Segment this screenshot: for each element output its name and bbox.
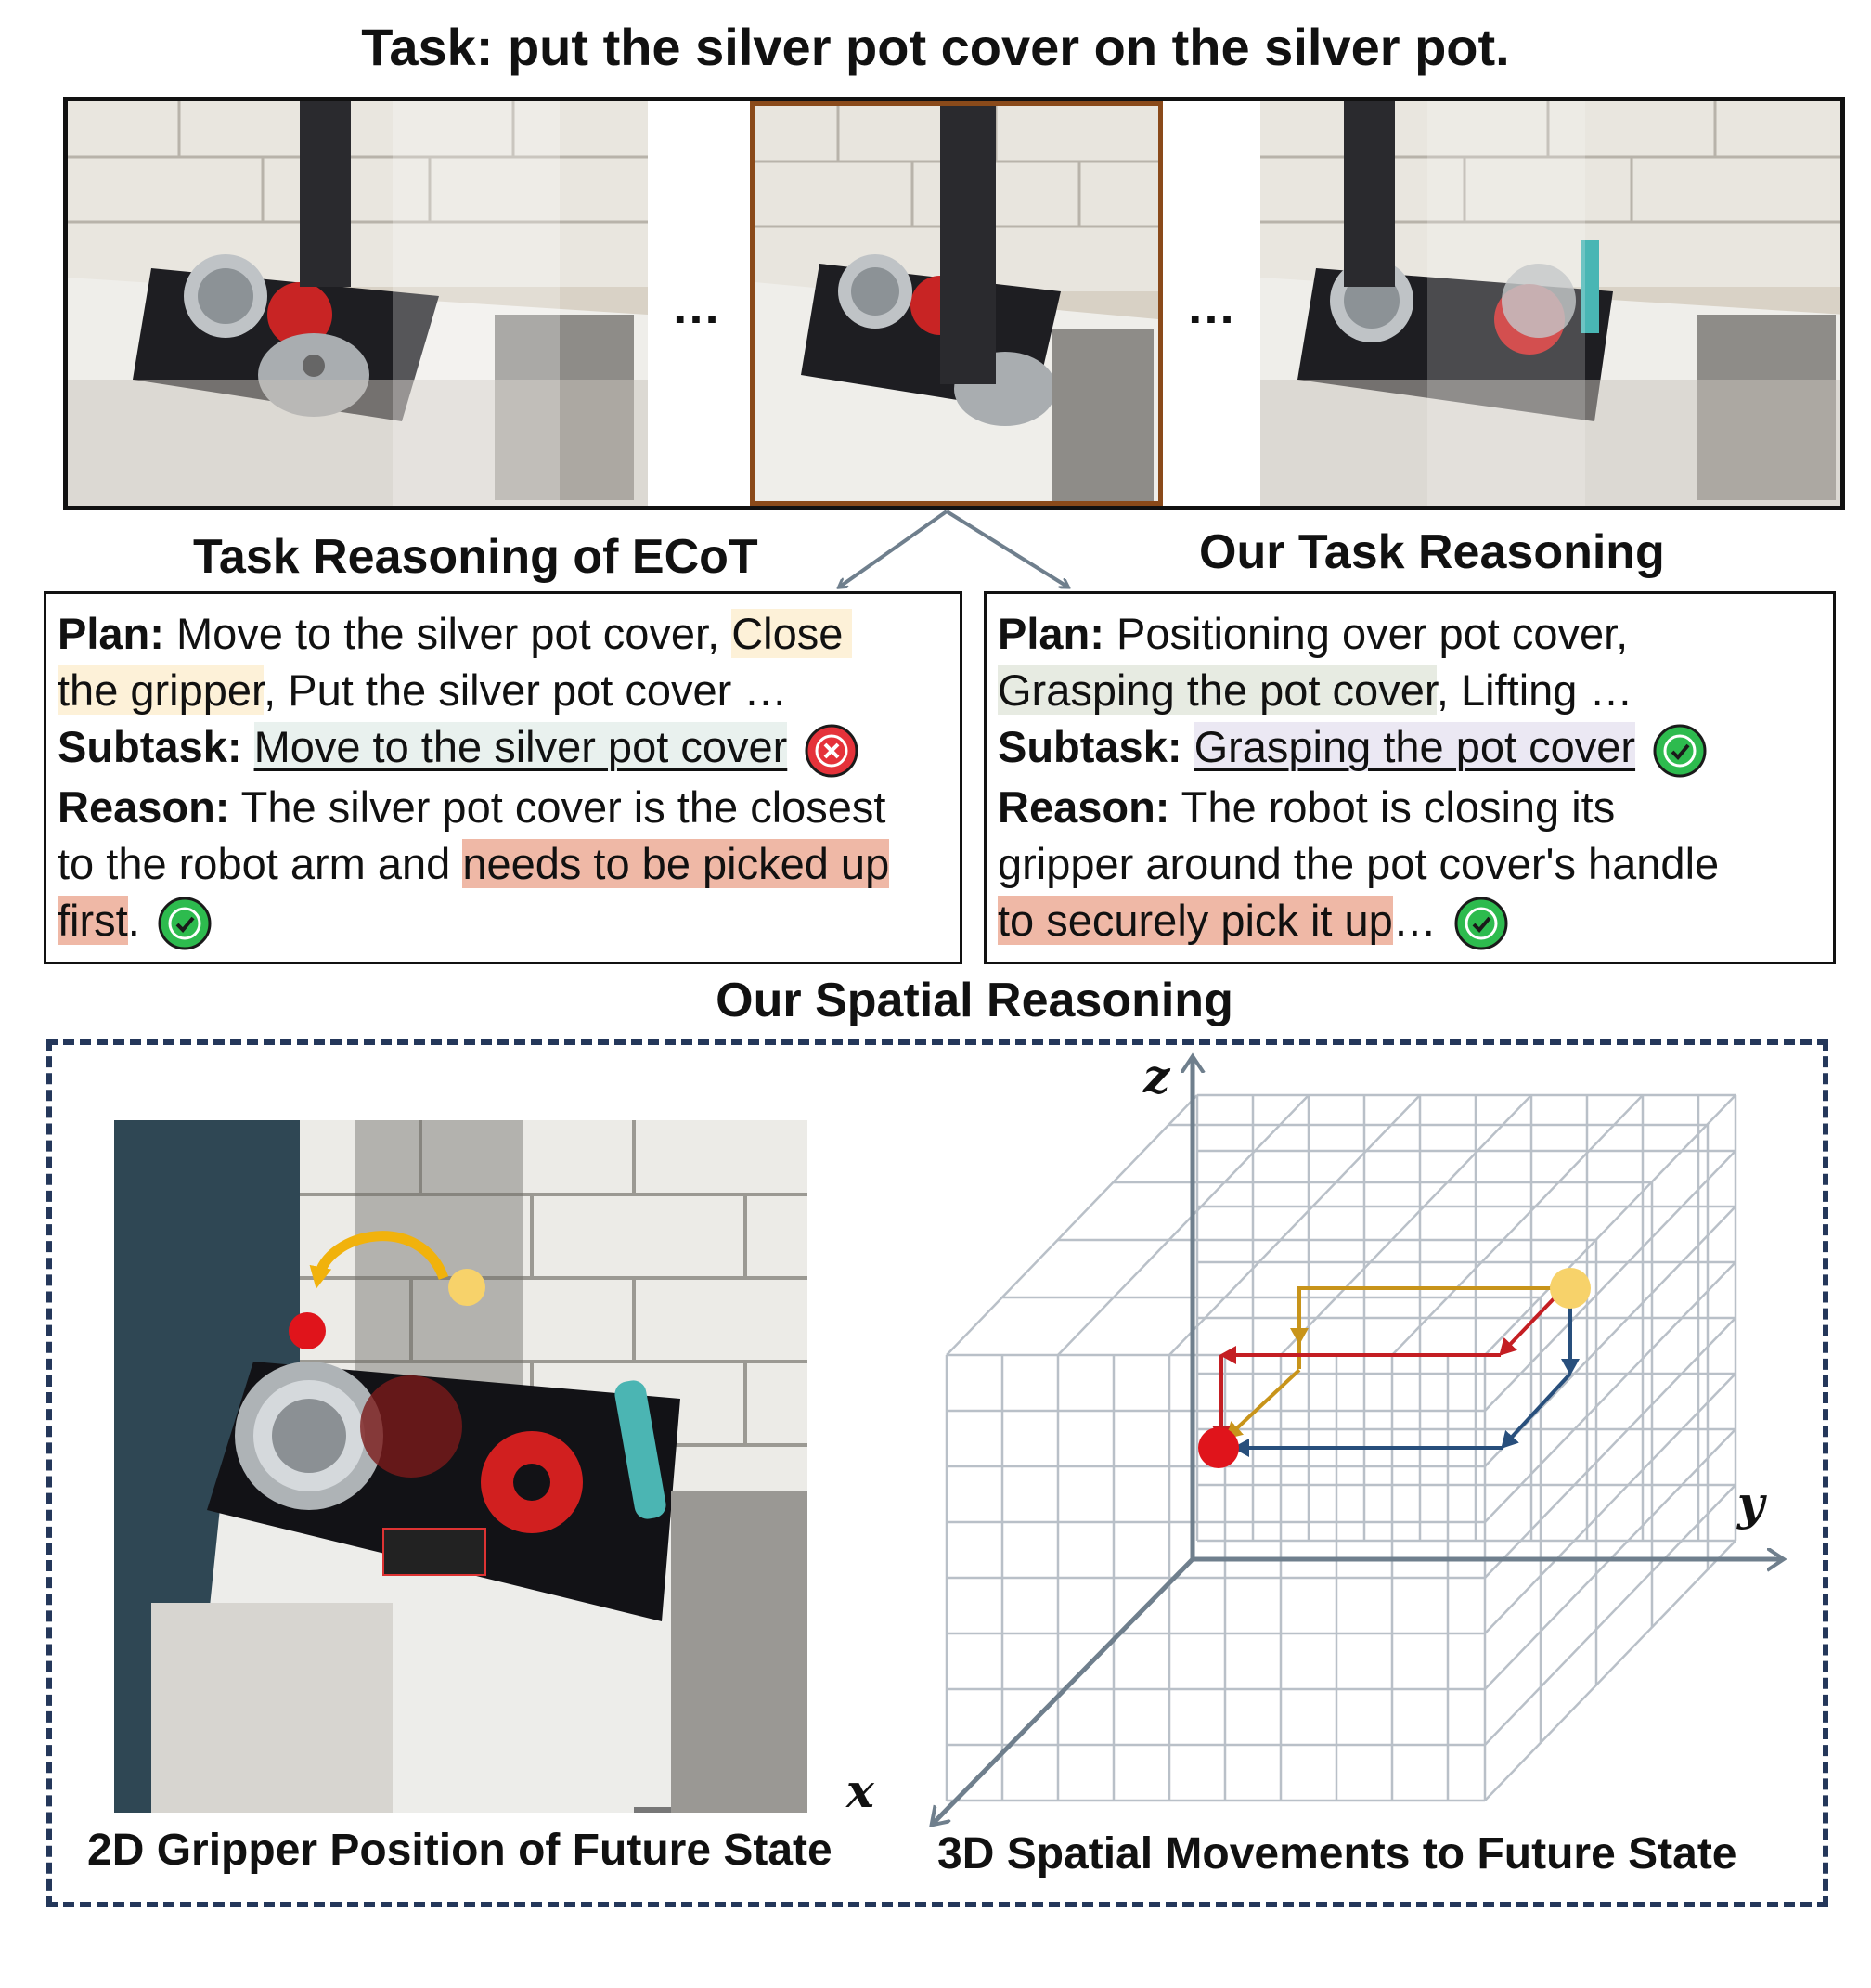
our-subtask-text: Grasping the pot cover <box>1194 722 1636 771</box>
target-point <box>1198 1427 1239 1468</box>
our-reason-line-3: to securely pick it up… <box>998 892 1822 952</box>
ecot-reason-text-1: The silver pot cover is the closest <box>229 781 886 832</box>
our-plan-line-1: Plan: Positioning over pot cover, <box>998 605 1822 662</box>
yellow-path-c <box>1225 1368 1301 1439</box>
our-subtask-line: Subtask: Grasping the pot cover <box>998 718 1822 779</box>
ecot-subtask-label: Subtask: <box>58 722 242 771</box>
ecot-reason-line-3: first. <box>58 892 948 952</box>
axis-label-z: z <box>1143 1049 1170 1104</box>
ecot-plan-highlight-a: Close <box>731 609 853 658</box>
ellipsis-right: … <box>1186 278 1242 334</box>
grid-cube <box>945 1093 1737 1802</box>
task-title: Task: put the silver pot cover on the si… <box>361 18 1510 76</box>
caption-2d: 2D Gripper Position of Future State <box>87 1826 832 1875</box>
our-plan-line-2: Grasping the pot cover, Lifting … <box>998 662 1822 718</box>
current-gripper-point <box>448 1269 485 1306</box>
ecot-plan-text-2: , Put the silver pot cover … <box>264 665 788 715</box>
our-reason-line-1: Reason: The robot is closing its <box>998 779 1822 835</box>
axis-label-y: y <box>1737 1476 1765 1530</box>
ecot-reasoning-box: Plan: Move to the silver pot cover, Clos… <box>44 591 962 964</box>
our-plan-text-2: , Lifting … <box>1436 665 1633 715</box>
gripper-2d-overlay <box>289 1231 485 1349</box>
ecot-subtask-text: Move to the silver pot cover <box>253 722 788 771</box>
our-plan-text-1: Positioning over pot cover, <box>1103 609 1629 658</box>
axis-label-x: x <box>846 1763 874 1818</box>
frame-2-image <box>750 101 1163 506</box>
yellow-path-a <box>1290 1286 1564 1345</box>
ecot-reason-line-1: Reason: The silver pot cover is the clos… <box>58 779 948 835</box>
our-subtask-label: Subtask: <box>998 722 1182 771</box>
our-reason-highlight: to securely pick it up <box>998 895 1393 945</box>
ecot-reason-line-2: to the robot arm and needs to be picked … <box>58 835 948 892</box>
ecot-plan-line-2: the gripper, Put the silver pot cover … <box>58 662 948 718</box>
gripper-2d-image <box>114 1120 807 1813</box>
our-reason-line-2: gripper around the pot cover's handle <box>998 835 1822 892</box>
ecot-title: Task Reasoning of ECoT <box>193 530 758 584</box>
check-icon <box>1454 897 1508 950</box>
spatial-3d-diagram <box>910 1039 1810 1838</box>
cross-icon <box>805 724 858 778</box>
our-plan-label: Plan: <box>998 609 1104 658</box>
our-reasoning-box: Plan: Positioning over pot cover, Graspi… <box>984 591 1836 964</box>
x-axis <box>933 1557 1194 1824</box>
our-plan-highlight: Grasping the pot cover <box>998 665 1437 715</box>
spatial-title: Our Spatial Reasoning <box>716 974 1233 1027</box>
ecot-plan-text-1: Move to the silver pot cover, <box>163 609 732 658</box>
ecot-reason-highlight-2: first <box>58 895 128 945</box>
ecot-plan-highlight-b: the gripper <box>58 665 265 715</box>
our-task-reasoning-title: Our Task Reasoning <box>1199 525 1665 579</box>
ecot-plan-label: Plan: <box>58 609 164 658</box>
blue-path-b <box>1501 1372 1572 1449</box>
check-icon <box>158 897 212 950</box>
ellipsis-left: … <box>671 278 727 334</box>
our-reason-label: Reason: <box>998 781 1170 832</box>
ecot-subtask-line: Subtask: Move to the silver pot cover <box>58 718 948 779</box>
start-point <box>1550 1268 1591 1309</box>
gripper-motion-arrow <box>309 1231 449 1289</box>
check-icon <box>1653 724 1707 778</box>
spatial-panel <box>46 1039 1828 1907</box>
caption-3d: 3D Spatial Movements to Future State <box>937 1829 1737 1878</box>
branch-arrows <box>817 510 1095 601</box>
our-reason-end: … <box>1392 895 1437 945</box>
frame-1-image <box>68 101 648 506</box>
ecot-reason-end: . <box>127 895 140 945</box>
frame-3-image <box>1260 101 1840 506</box>
frame-strip: … … <box>63 97 1845 510</box>
ecot-reason-highlight-1: needs to be picked up <box>462 838 890 888</box>
ecot-reason-label: Reason: <box>58 781 230 832</box>
our-reason-text-2: gripper around the pot cover's handle <box>998 838 1720 888</box>
future-gripper-point <box>289 1312 326 1349</box>
ecot-plan-line-1: Plan: Move to the silver pot cover, Clos… <box>58 605 948 662</box>
ecot-reason-text-2: to the robot arm and <box>58 838 463 888</box>
our-reason-text-1: The robot is closing its <box>1169 781 1616 832</box>
